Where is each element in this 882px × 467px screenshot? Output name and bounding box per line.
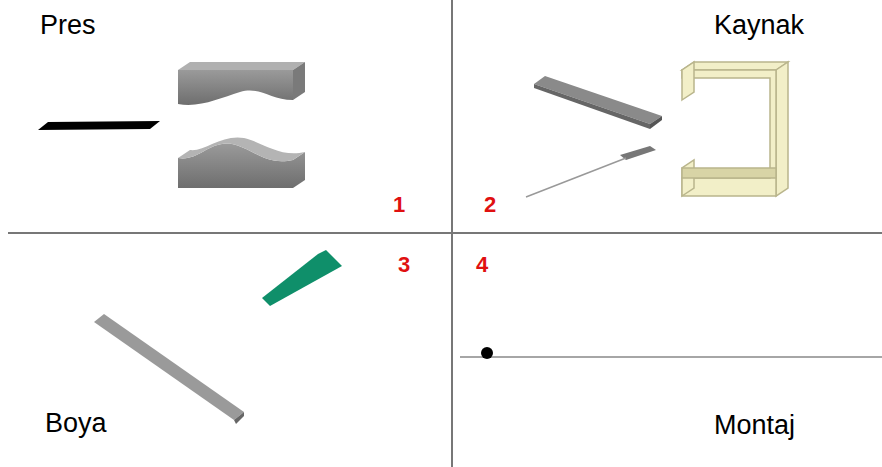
assembly-line bbox=[460, 356, 882, 358]
welded-frame bbox=[682, 62, 788, 196]
assembly-dot bbox=[481, 347, 493, 359]
quadrant-title: Pres bbox=[40, 12, 96, 39]
callout-number: 4 bbox=[476, 254, 488, 276]
upper-die bbox=[178, 62, 305, 105]
callout-number: 2 bbox=[484, 194, 496, 216]
callout-number: 1 bbox=[393, 194, 405, 216]
quadrant-title: Boya bbox=[45, 410, 107, 437]
painted-part bbox=[262, 250, 342, 306]
callout-number: 3 bbox=[398, 254, 410, 276]
quadrant-title: Montaj bbox=[714, 412, 795, 439]
quadrant-title: Kaynak bbox=[714, 12, 804, 39]
welding-plate bbox=[534, 76, 662, 129]
lower-die bbox=[178, 137, 305, 188]
divider-line bbox=[8, 232, 882, 234]
sheet-blank bbox=[38, 121, 160, 130]
paint-bar bbox=[94, 314, 244, 424]
welding-plate bbox=[526, 146, 656, 197]
